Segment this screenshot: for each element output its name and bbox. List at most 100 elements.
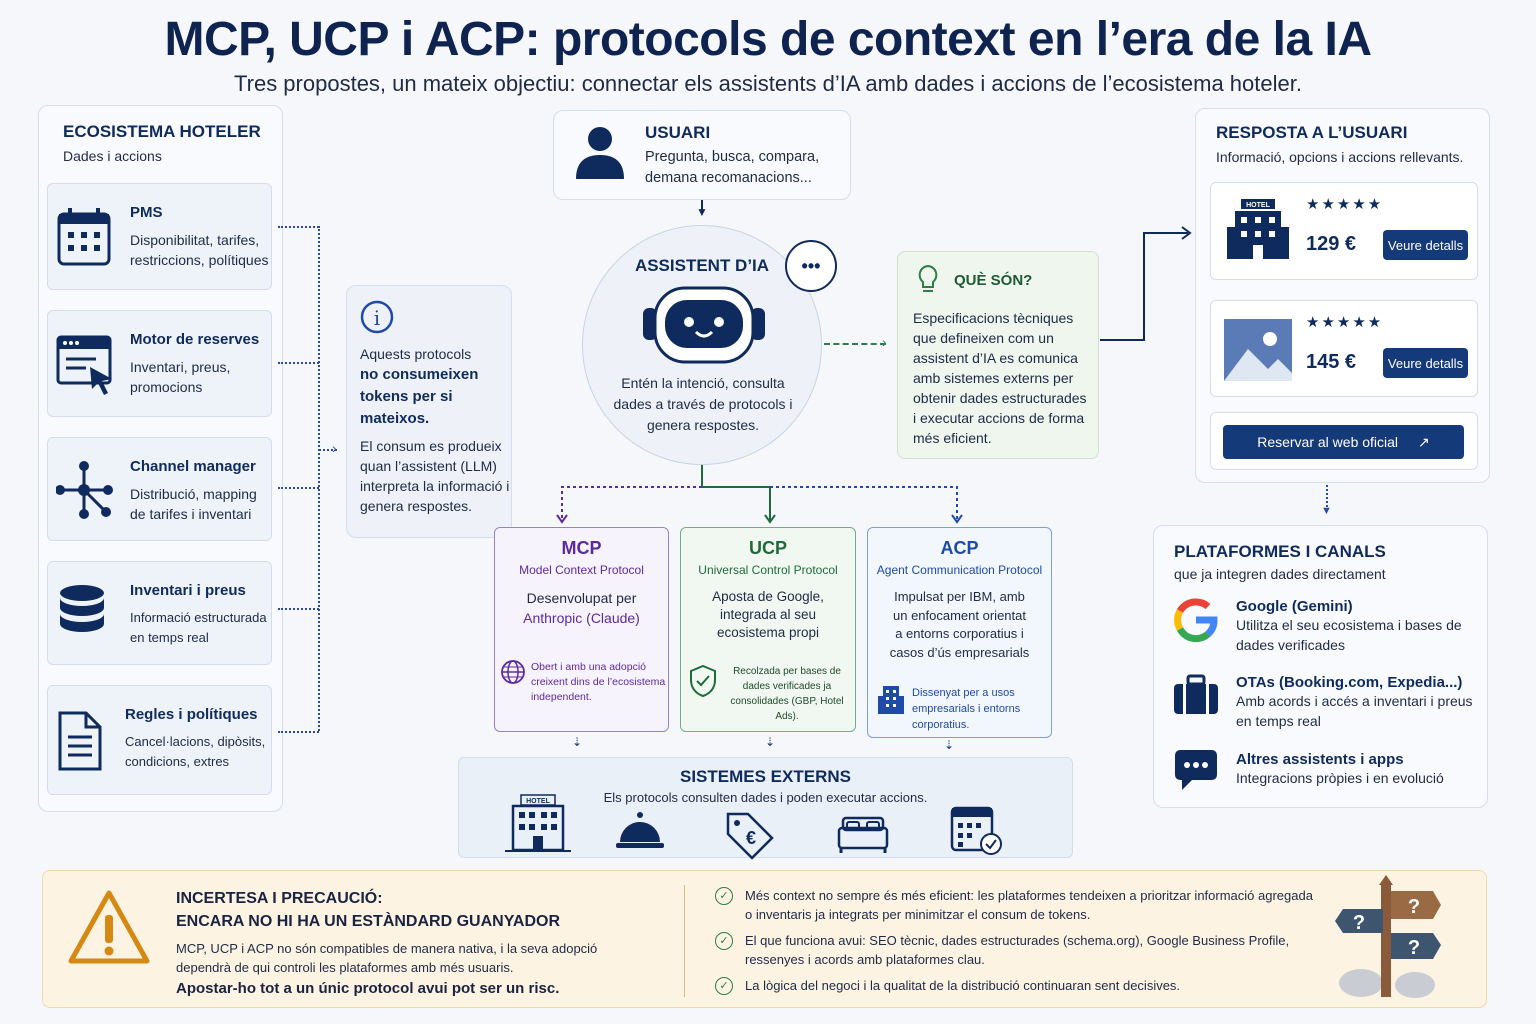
warning-bold: Apostar-ho tot a un únic protocol avui p… (176, 980, 560, 997)
warning-title: INCERTESA I PRECAUCIÓ: (176, 890, 383, 907)
svg-text:HOTEL: HOTEL (1246, 202, 1270, 209)
response-subtitle: Informació, opcions i accions rellevants… (1216, 149, 1464, 165)
platform-desc: Integracions pròpies i en evolució (1236, 770, 1444, 786)
chat-icon (1175, 750, 1217, 790)
user-box: USUARI Pregunta, busca, compara, demana … (553, 110, 851, 200)
protocol-connectors (556, 465, 963, 524)
svg-text:?: ? (1408, 937, 1420, 959)
svg-text:HOTEL: HOTEL (526, 798, 550, 805)
protocol-desc: Desenvolupat per (526, 590, 637, 606)
response-title: RESPOSTA A L’USUARI (1216, 123, 1408, 142)
ecosystem-card-title: Motor de reserves (130, 331, 260, 348)
external-link-icon: ↗ (1418, 433, 1430, 450)
external-systems-box: SISTEMES EXTERNS Els protocols consulten… (458, 757, 1073, 860)
ecosystem-subtitle: Dades i accions (63, 148, 162, 164)
document-icon (58, 711, 102, 771)
connector (278, 608, 319, 610)
warning-desc: MCP, UCP i ACP no són compatibles de man… (176, 941, 598, 975)
svg-text:?: ? (1408, 896, 1420, 918)
what-title: QUÈ SÓN? (954, 272, 1033, 289)
warning-point-text: Més context no sempre és més eficient: l… (745, 888, 1313, 922)
protocol-note: Recolzada per bases de dades verificades… (730, 666, 844, 722)
chat-bubble-icon: ••• (785, 240, 837, 292)
arrow-right-icon: › (332, 440, 337, 456)
lightbulb-icon (918, 264, 938, 292)
divider (684, 885, 685, 997)
view-details-button[interactable]: Veure detalls (1383, 230, 1468, 260)
suitcase-icon (1174, 674, 1218, 714)
bed-icon (837, 816, 889, 853)
protocol-note: Dissenyat per a usos empresarials i ento… (912, 687, 1021, 731)
protocol-full-name: Agent Communication Protocol (876, 563, 1043, 577)
assistant-title: ASSISTENT D’IA (634, 256, 770, 275)
page-subtitle: Tres propostes, un mateix objectiu: conn… (234, 71, 1302, 96)
book-card: Reservar al web oficial ↗ (1210, 412, 1478, 470)
protocol-desc-highlight: Anthropic (Claude) (523, 610, 640, 626)
assistant-desc: Entén la intenció, consulta dades a trav… (613, 375, 793, 433)
info-icon: i (360, 300, 394, 334)
connector (1100, 226, 1192, 341)
hotel-result-card[interactable]: HOTEL ★★★★★ 129 € Veure detalls (1210, 182, 1478, 280)
what-box: QUÈ SÓN? Especificacions tècniques que d… (897, 251, 1099, 459)
ecosystem-card-title: Channel manager (130, 458, 256, 475)
connector (278, 362, 319, 364)
platforms-title: PLATAFORMES I CANALS (1174, 542, 1386, 561)
external-desc: Els protocols consulten dades i poden ex… (603, 790, 928, 805)
ecosystem-card: Inventari i preus Informació estructurad… (47, 561, 272, 665)
protocol-card-ucp: UCP Universal Control Protocol Aposta de… (680, 527, 856, 732)
calendar-check-icon (950, 806, 1002, 855)
office-building-icon (878, 686, 904, 714)
ecosystem-card-desc: Cancel·lacions, dipòsits, condicions, ex… (125, 734, 266, 769)
protocol-name: MCP (561, 538, 602, 558)
svg-text:?: ? (1353, 912, 1365, 934)
warning-banner: INCERTESA I PRECAUCIÓ: ENCARA NO HI HA U… (42, 870, 1487, 1008)
robot-icon (643, 286, 765, 364)
book-official-site-button[interactable]: Reservar al web oficial ↗ (1223, 425, 1464, 459)
database-icon (60, 585, 104, 632)
ecosystem-card-title: PMS (130, 204, 163, 221)
shield-check-icon (690, 664, 716, 698)
protocol-card-acp: ACP Agent Communication Protocol Impulsa… (867, 527, 1052, 738)
price: 145 € (1306, 351, 1357, 373)
ecosystem-card: Regles i polítiques Cancel·lacions, dipò… (47, 685, 272, 795)
price-tag-icon: € (726, 812, 774, 860)
hotel-building-icon: HOTEL (1227, 199, 1289, 259)
arrow-right-icon: › (882, 334, 887, 350)
google-icon (1174, 598, 1218, 642)
star-rating: ★★★★★ (1306, 196, 1384, 213)
platforms-subtitle: que ja integren dades directament (1174, 566, 1386, 582)
signpost-icon: ??? (1335, 875, 1441, 998)
assistant-circle: ASSISTENT D’IA Entén la intenció, consul… (582, 225, 822, 465)
protocol-name: ACP (940, 538, 979, 558)
ecosystem-title: ECOSISTEMA HOTELER (63, 122, 261, 141)
connector (701, 200, 703, 210)
ecosystem-card: Motor de reserves Inventari, preus, prom… (47, 310, 272, 417)
booking-window-icon (56, 335, 112, 395)
info-box: i Aquests protocols no consumeixen token… (346, 285, 512, 538)
check-circle-icon: ✓ (715, 977, 733, 995)
svg-text:i: i (374, 306, 380, 330)
platforms-panel: PLATAFORMES I CANALS que ja integren dad… (1153, 525, 1488, 808)
protocol-full-name: Model Context Protocol (519, 563, 644, 577)
connector (824, 343, 886, 345)
arrow-down-icon: ⇣ (765, 735, 776, 749)
protocol-desc: Impulsat per IBM, amb un enfocament orie… (889, 589, 1030, 660)
ecosystem-card-title: Regles i polítiques (125, 706, 258, 723)
connector (278, 226, 319, 228)
connector (1326, 485, 1328, 507)
warning-point: ✓El que funciona avui: SEO tècnic, dades… (715, 931, 1315, 976)
hotel-result-card[interactable]: ★★★★★ 145 € Veure detalls (1210, 300, 1478, 397)
book-label: Reservar al web oficial (1257, 434, 1399, 450)
warning-point: ✓Més context no sempre és més eficient: … (715, 886, 1315, 931)
info-text: Aquests protocols (360, 346, 472, 362)
view-details-button[interactable]: Veure detalls (1383, 348, 1468, 378)
warning-icon (68, 890, 150, 964)
star-rating: ★★★★★ (1306, 314, 1384, 331)
warning-point-text: La lògica del negoci i la qualitat de la… (745, 978, 1181, 993)
arrow-down-icon: ▼ (1321, 505, 1332, 517)
globe-icon (501, 660, 525, 684)
arrow-down-icon: ⇣ (572, 735, 583, 749)
protocol-note: Obert i amb una adopció creixent dins de… (531, 661, 666, 703)
page-title: MCP, UCP i ACP: protocols de context en … (164, 13, 1372, 66)
ecosystem-card-desc: Inventari, preus, promocions (130, 359, 231, 395)
